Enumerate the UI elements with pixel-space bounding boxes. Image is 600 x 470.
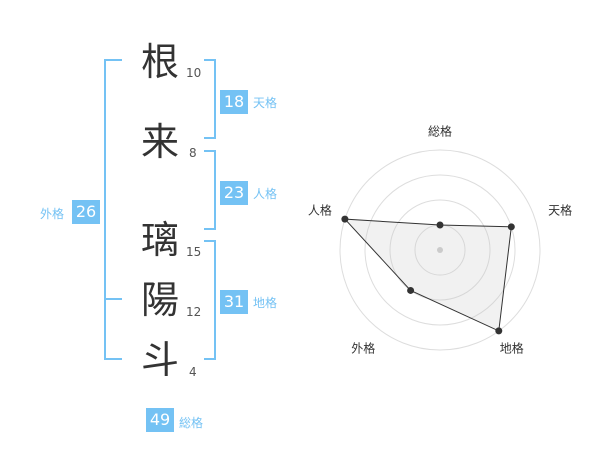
tenkaku-bracket (204, 59, 216, 139)
chikaku-label: 地格 (253, 296, 278, 310)
chikaku-badge: 31 (220, 290, 248, 314)
radar-point-1 (436, 221, 444, 229)
radar-point-2 (507, 223, 515, 231)
stroke-count-2: 8 (189, 146, 197, 160)
radar-polygon (343, 218, 512, 332)
stroke-count-4: 12 (186, 305, 202, 319)
radar-point-4 (407, 286, 415, 294)
tenkaku-label: 天格 (253, 96, 278, 110)
radar-axis-label-4: 外格 (351, 340, 375, 355)
radar-axis-label-1: 総格 (428, 124, 452, 139)
jinkaku-label: 人格 (253, 187, 278, 201)
name-char-2: 来 (140, 120, 179, 164)
jinkaku-bracket (204, 150, 216, 230)
name-char-3: 璃 (140, 218, 179, 262)
name-char-4: 陽 (140, 278, 179, 322)
stroke-count-1: 10 (186, 66, 202, 80)
radar-axis-label-3: 地格 (500, 340, 524, 355)
name-char-1: 根 (140, 40, 179, 84)
radar-axis-label-5: 人格 (308, 203, 332, 218)
radar-axis-label-2: 天格 (548, 203, 572, 218)
tenkaku-badge: 18 (220, 90, 248, 114)
chikaku-bracket (204, 240, 216, 360)
radar-center-dot (437, 247, 443, 253)
stroke-count-3: 15 (186, 245, 202, 259)
soukaku-badge: 49 (146, 408, 174, 432)
name-char-5: 斗 (140, 338, 179, 382)
gaikaku-bracket (104, 59, 122, 360)
gaikaku-badge: 26 (72, 200, 100, 224)
radar-ring-3 (364, 174, 516, 326)
radar-point-3 (495, 327, 503, 335)
jinkaku-badge: 23 (220, 181, 248, 205)
soukaku-label: 総格 (179, 416, 204, 430)
radar-ring-2 (389, 199, 491, 301)
gaikaku-split-tick (104, 298, 122, 300)
stroke-count-5: 4 (189, 365, 197, 379)
radar-ring-4 (339, 149, 541, 351)
gaikaku-label: 外格 (40, 207, 65, 221)
radar-point-5 (341, 215, 349, 223)
